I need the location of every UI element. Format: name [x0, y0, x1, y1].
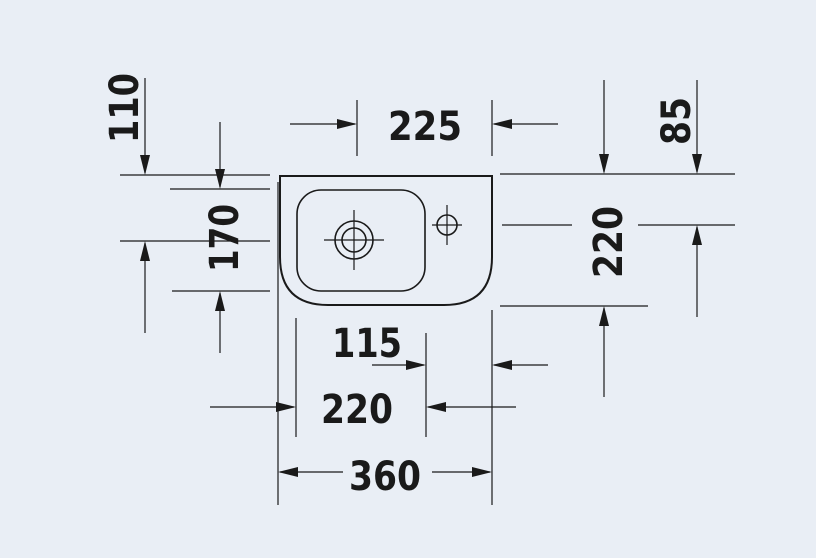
dim-220-depth: 220 [586, 206, 632, 278]
dim-225: 225 [388, 104, 462, 150]
bowl-outline [296, 189, 426, 292]
extension-lines [120, 100, 735, 505]
dim-85: 85 [654, 97, 700, 145]
basin-outline [279, 175, 493, 306]
dimension-labels: 360 220 115 225 110 170 220 85 [102, 73, 700, 500]
dim-115: 115 [332, 321, 402, 367]
dim-360: 360 [349, 454, 421, 500]
dim-110: 110 [102, 73, 148, 143]
basin [279, 175, 493, 306]
dimension-arrows [140, 78, 702, 477]
dim-170: 170 [202, 204, 248, 272]
dim-220-width: 220 [321, 387, 393, 433]
